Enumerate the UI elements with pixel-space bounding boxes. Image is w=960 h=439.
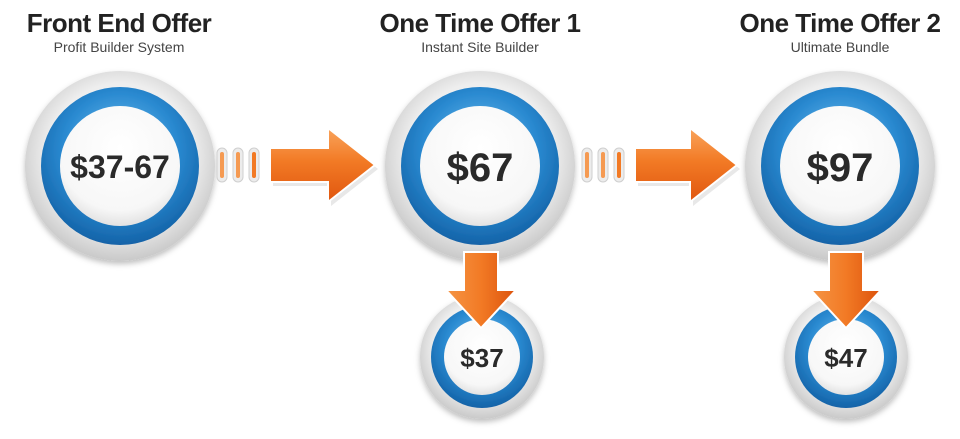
stage-subheading: Profit Builder System	[53, 39, 185, 55]
arrow-front-to-oto1	[216, 125, 378, 206]
stage-heading: One Time Offer 2	[739, 8, 941, 38]
stage-circle-front-end	[25, 71, 215, 261]
dash-marks	[581, 147, 625, 183]
arrow-oto1-to-oto2	[581, 125, 740, 206]
downsell-circle-oto2	[784, 295, 908, 419]
stage-heading: Front End Offer	[26, 8, 212, 38]
stage-circle-oto2	[745, 71, 935, 261]
oto2-price: $97	[807, 146, 874, 190]
stage-heading: One Time Offer 1	[379, 8, 581, 38]
dash-marks	[216, 147, 260, 183]
arrow-oto2-to-downsell	[808, 251, 884, 330]
oto1-price: $67	[447, 146, 514, 190]
stage-subheading: Ultimate Bundle	[790, 39, 890, 55]
stage-circle-oto1	[385, 71, 575, 261]
oto1-downsell-price: $37	[460, 343, 503, 373]
oto2-downsell-price: $47	[824, 343, 867, 373]
stage-title-oto2: One Time Offer 2 Ultimate Bundle	[720, 8, 960, 56]
stage-subheading: Instant Site Builder	[421, 39, 539, 55]
stage-title-oto1: One Time Offer 1 Instant Site Builder	[360, 8, 600, 56]
downsell-circle-oto1	[420, 295, 544, 419]
stage-title-front-end: Front End Offer Profit Builder System	[0, 8, 239, 56]
arrow-oto1-to-downsell	[443, 251, 519, 330]
front-end-price: $37-67	[70, 149, 170, 185]
